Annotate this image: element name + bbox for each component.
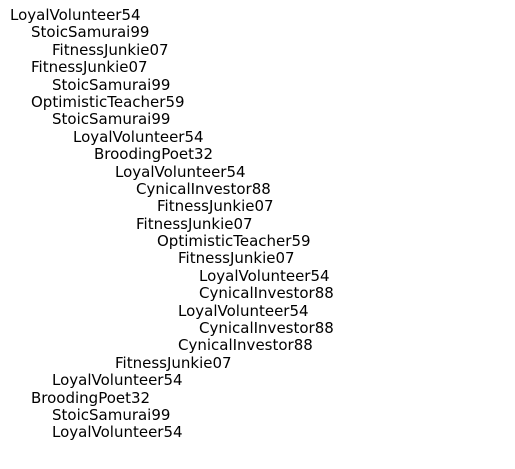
tree-node: CynicalInvestor88 (178, 336, 313, 355)
tree-node: CynicalInvestor88 (199, 319, 334, 338)
tree-node: BroodingPoet32 (31, 388, 151, 407)
tree-node: LoyalVolunteer54 (115, 162, 246, 181)
tree-node: OptimisticTeacher59 (157, 232, 311, 251)
tree-node: LoyalVolunteer54 (199, 266, 330, 285)
tree-node: LoyalVolunteer54 (52, 423, 183, 442)
reply-tree: LoyalVolunteer54 StoicSamurai99 FitnessJ… (10, 6, 334, 442)
tree-node: LoyalVolunteer54 (178, 301, 309, 320)
tree-node: FitnessJunkie07 (31, 58, 148, 77)
tree-node: BroodingPoet32 (94, 145, 214, 164)
tree-node: FitnessJunkie07 (136, 214, 253, 233)
tree-node: LoyalVolunteer54 (73, 127, 204, 146)
tree-node: StoicSamurai99 (52, 110, 171, 129)
tree-node: CynicalInvestor88 (199, 284, 334, 303)
tree-node: CynicalInvestor88 (136, 179, 271, 198)
tree-node: StoicSamurai99 (31, 23, 150, 42)
tree-node: LoyalVolunteer54 (52, 371, 183, 390)
tree-node: OptimisticTeacher59 (31, 92, 185, 111)
tree-node: FitnessJunkie07 (52, 40, 169, 59)
tree-node: LoyalVolunteer54 (10, 6, 141, 24)
tree-node: StoicSamurai99 (52, 75, 171, 94)
tree-node: FitnessJunkie07 (157, 197, 274, 216)
tree-node: StoicSamurai99 (52, 405, 171, 424)
tree-node: FitnessJunkie07 (178, 249, 295, 268)
tree-node: FitnessJunkie07 (115, 353, 232, 372)
